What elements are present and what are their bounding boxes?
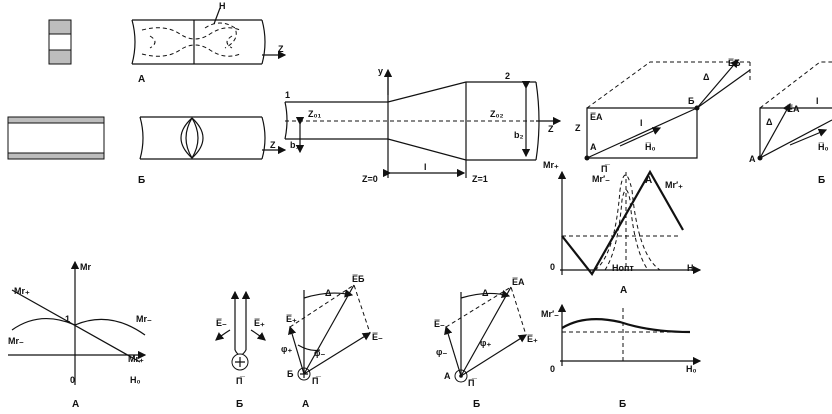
panel-vectors-small: E̅₋ E̅₊ П̅ Б bbox=[215, 290, 266, 410]
caption-b-1: Б bbox=[138, 175, 145, 186]
label-pbar-4: П̅ bbox=[468, 378, 477, 388]
label-ea-3: E̅A bbox=[512, 277, 525, 287]
label-ea-1: E̅A bbox=[590, 112, 603, 122]
label-node-b: Б bbox=[688, 96, 695, 106]
caption-a-1: А bbox=[138, 74, 145, 85]
caption-b-4: Б bbox=[473, 399, 480, 410]
label-node-a-2: А bbox=[749, 154, 756, 164]
label-eb-1: E̅Б bbox=[728, 58, 741, 68]
label-node-a-3: А bbox=[444, 371, 451, 381]
label-z-4: Z bbox=[575, 123, 581, 133]
label-eminus-1: E̅₋ bbox=[216, 318, 227, 328]
label-h0bar-2: H̅₀ bbox=[818, 142, 829, 152]
label-port-2: 2 bbox=[505, 71, 510, 81]
label-z-2: Z bbox=[270, 140, 276, 150]
label-y: y bbox=[378, 66, 383, 76]
panel-box-b: E̅A Δ l А H̅₀ Б bbox=[749, 61, 832, 186]
label-phi-minus-1: φ₋ bbox=[314, 348, 325, 358]
panel-mr-prime-b: Mr′₋ 0 H₀ Б bbox=[541, 303, 702, 410]
caption-b-5: Б bbox=[619, 399, 626, 410]
label-zeq1: Z=1 bbox=[472, 174, 488, 184]
caption-a-4: А bbox=[302, 399, 309, 410]
label-pbar-3: П̅ bbox=[312, 376, 321, 386]
label-z-3: Z bbox=[548, 124, 554, 134]
label-z-1: Z bbox=[278, 44, 284, 54]
label-node-a: А bbox=[590, 142, 597, 152]
label-mr-plus-left: Mr₊ bbox=[14, 286, 30, 296]
cross-section-top bbox=[48, 19, 72, 35]
label-phi-minus-2: φ₋ bbox=[436, 347, 447, 357]
label-l-1: l bbox=[640, 118, 643, 128]
label-one: 1 bbox=[65, 314, 70, 324]
label-eb-2: E̅Б bbox=[352, 274, 365, 284]
label-ea-2: E̅A bbox=[787, 104, 800, 114]
label-delta-3: Δ bbox=[325, 288, 332, 298]
cross-section-bottom bbox=[48, 49, 72, 65]
label-h0-2: H₀ bbox=[687, 263, 698, 273]
panel-mr-prime-a: Mr₊ Mr′₋ Mr′₊ 0 Hопт H₀ А bbox=[543, 160, 702, 296]
label-eplus-1: E̅₊ bbox=[254, 318, 265, 328]
label-delta-2: Δ bbox=[766, 117, 773, 127]
label-mr-prime-minus: Mr′₋ bbox=[592, 174, 610, 184]
label-delta-1: Δ bbox=[703, 72, 710, 82]
label-mr-plus-right: Mr₊ bbox=[128, 354, 144, 364]
label-mr-minus-left: Mr₋ bbox=[8, 336, 24, 346]
label-z01: Z₀₁ bbox=[308, 109, 322, 119]
label-eminus-2: E̅₋ bbox=[372, 332, 383, 342]
label-eminus-3: E̅₋ bbox=[434, 319, 445, 329]
label-hopt: Hопт bbox=[612, 263, 634, 273]
label-mr-prime-plus: Mr′₊ bbox=[665, 180, 683, 190]
panel-vectors-b: E̅A E̅₋ E̅₊ Δ φ₋ φ₊ А П̅ Б bbox=[434, 277, 538, 410]
caption-b-3: Б bbox=[236, 399, 243, 410]
label-eplus-2: E̅₊ bbox=[286, 314, 297, 324]
cross-section-mid bbox=[48, 33, 72, 51]
caption-a-3: А bbox=[72, 399, 79, 410]
label-h0-3: H₀ bbox=[686, 364, 697, 374]
panel-waveguide-a: H Z А bbox=[48, 1, 287, 85]
label-port-1: 1 bbox=[285, 90, 290, 100]
label-zero-3: 0 bbox=[550, 364, 555, 374]
label-zero-2: 0 bbox=[550, 262, 555, 272]
label-mr-axis: Mr bbox=[80, 262, 91, 272]
label-l-taper: l bbox=[424, 162, 427, 172]
label-phi-plus-1: φ₊ bbox=[281, 344, 292, 354]
caption-a-5: А bbox=[620, 285, 627, 296]
label-node-b-2: Б bbox=[287, 369, 294, 379]
panel-vectors-a: E̅Б E̅₊ E̅₋ Δ φ₊ φ₋ Б П̅ А bbox=[281, 274, 383, 410]
label-b1: b₁ bbox=[290, 140, 299, 150]
label-z02: Z₀₂ bbox=[490, 109, 504, 119]
label-b2: b₂ bbox=[514, 130, 524, 140]
label-pbar-1: П̅ bbox=[601, 164, 610, 174]
label-pbar-2: П̅ bbox=[236, 376, 245, 386]
label-l-2: l bbox=[816, 96, 819, 106]
label-mr-plus-axis: Mr₊ bbox=[543, 160, 559, 170]
caption-b-2: Б bbox=[818, 175, 825, 186]
label-h: H bbox=[219, 1, 226, 11]
label-h0-1: H₀ bbox=[130, 375, 141, 385]
panel-mr-curves: Mr Mr₊ Mr₋ Mr₋ Mr₊ 1 0 H₀ А bbox=[8, 260, 152, 410]
label-phi-plus-2: φ₊ bbox=[480, 338, 491, 348]
panel-taper: y Z 1 2 Z₀₁ Z₀₂ b₁ b₂ l Z=0 Z=1 bbox=[284, 66, 562, 184]
panel-box-a: E̅A E̅Б Δ l А Б П̅ H̅₀ Z А bbox=[575, 58, 751, 186]
label-eplus-3: E̅₊ bbox=[527, 334, 538, 344]
label-mr-prime-axis: Mr′₋ bbox=[541, 309, 559, 319]
label-h0bar-1: H̅₀ bbox=[645, 142, 656, 152]
label-zeq0: Z=0 bbox=[362, 174, 378, 184]
label-delta-4: Δ bbox=[482, 288, 489, 298]
caption-a-2: А bbox=[645, 175, 652, 186]
label-zero-1: 0 bbox=[70, 375, 75, 385]
panel-waveguide-b: Z Б bbox=[7, 116, 287, 186]
label-mr-minus-right: Mr₋ bbox=[136, 314, 152, 324]
